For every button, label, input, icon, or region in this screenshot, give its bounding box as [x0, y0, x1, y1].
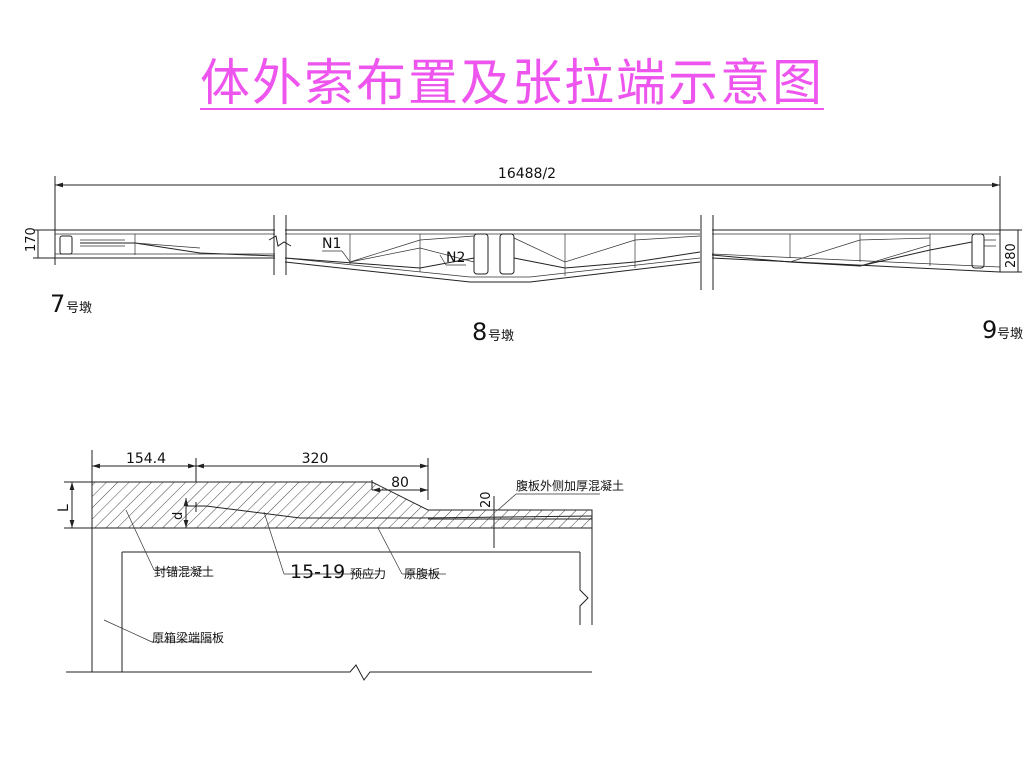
strand-spec-value: 15-19 — [290, 561, 345, 583]
dim-320-label: 320 — [302, 451, 329, 467]
anchorage-detail: 154.4 320 80 L d 20 — [56, 450, 624, 681]
left-height-label: 170 — [24, 227, 39, 252]
span-dimension: 16488/2 — [54, 166, 1001, 265]
right-height-label: 280 — [1004, 243, 1019, 268]
detail-labels: 封锚混凝土 15-19 预应力 原腹板 腹板外侧加厚混凝土 原箱梁端隔板 — [103, 478, 624, 645]
right-height-dimension: 280 — [1000, 229, 1022, 273]
pier-8-suffix: 号墩 — [488, 329, 514, 344]
dim-154-label: 154.4 — [126, 451, 166, 467]
pier-8-number: 8 — [472, 318, 487, 346]
original-web-label: 原腹板 — [404, 567, 440, 581]
page-title: 体外索布置及张拉端示意图 — [200, 54, 824, 112]
tendon-n2-label: N2 — [446, 250, 465, 266]
web-thickening-label: 腹板外侧加厚混凝土 — [516, 478, 624, 493]
pier-9-number: 9 — [982, 316, 997, 344]
anchor-concrete-label: 封锚混凝土 — [154, 564, 214, 579]
box-girder-body — [66, 528, 593, 681]
end-diaphragm-label: 原箱梁端隔板 — [152, 630, 224, 645]
pier-7-suffix: 号墩 — [66, 301, 92, 316]
strand-spec-suffix: 预应力 — [350, 566, 386, 581]
strand-tendon — [186, 502, 593, 519]
pier-9-suffix: 号墩 — [997, 327, 1023, 342]
break-symbols — [268, 215, 714, 290]
dim-80-label: 80 — [391, 475, 409, 491]
tendon-profile — [80, 235, 996, 269]
pier-7-number: 7 — [50, 290, 65, 318]
dim-20-label: 20 — [479, 491, 494, 508]
tendon-n1-label: N1 — [322, 236, 341, 252]
girder-outline — [54, 229, 1001, 283]
elevation-view: 16488/2 170 280 — [24, 166, 1023, 346]
pier-labels: 7 号墩 8 号墩 9 号墩 — [50, 290, 1023, 346]
tendon-labels: N1 N2 — [322, 236, 466, 266]
left-height-dimension: 170 — [24, 227, 55, 259]
dim-l-label: L — [56, 504, 72, 512]
span-dimension-label: 16488/2 — [498, 166, 556, 182]
